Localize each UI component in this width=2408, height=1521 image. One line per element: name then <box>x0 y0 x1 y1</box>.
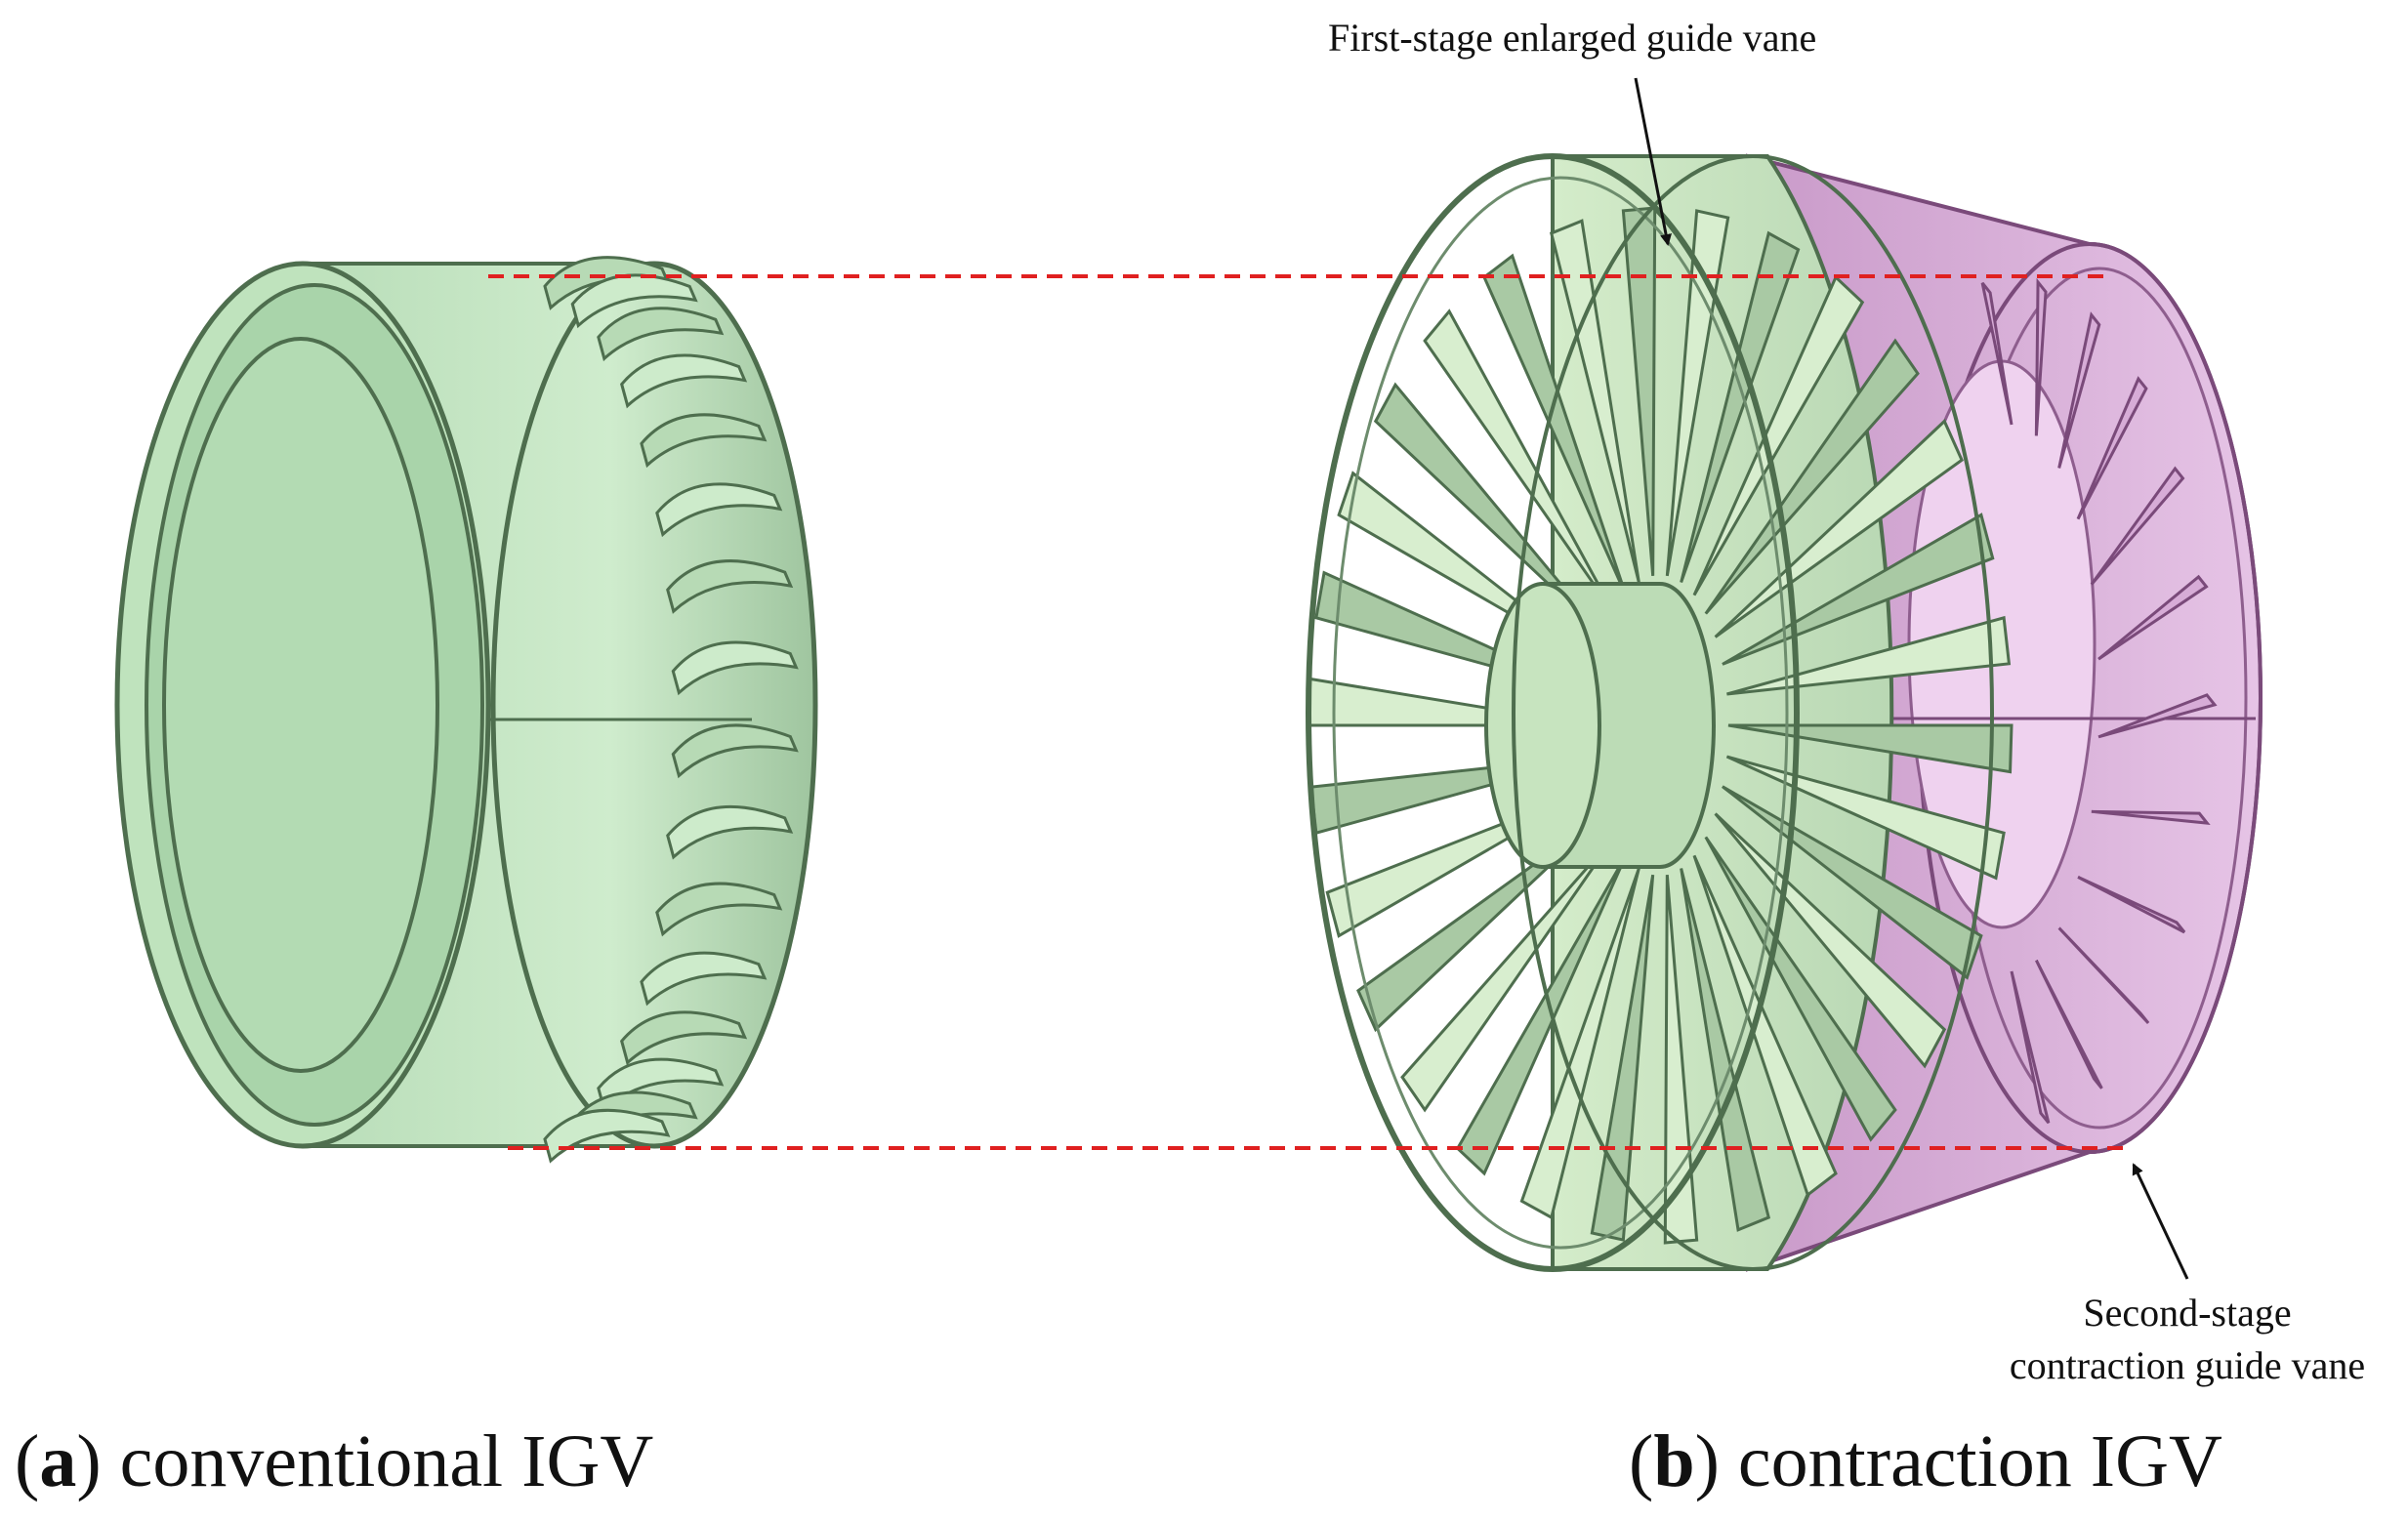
vane-b2 <box>2076 376 2148 520</box>
vane-b1 <box>1714 812 1947 1069</box>
vane-b1 <box>1482 253 1628 596</box>
vane-a <box>655 482 783 538</box>
vane-a <box>666 804 794 860</box>
vane-a <box>666 559 794 614</box>
vanes-b2-group <box>1980 277 2218 1125</box>
hub-b1-face <box>1484 582 1601 869</box>
vane-a <box>543 1108 671 1164</box>
annotation-second-stage-line1: Second-stage <box>2083 1291 2291 1335</box>
vane-b2 <box>2097 574 2209 661</box>
vane-b2 <box>2035 959 2103 1089</box>
vane-b1 <box>1692 854 1838 1198</box>
casing-b1-front-ring <box>1306 153 1800 1272</box>
vane-b1 <box>1519 867 1640 1220</box>
vane-b2 <box>2090 466 2185 586</box>
vane-b1 <box>1714 418 1964 638</box>
vanes-a-group <box>543 256 799 1164</box>
caption-a: (a) conventional IGV <box>15 1420 653 1502</box>
caption-b: (b) contraction IGV <box>1629 1420 2222 1502</box>
vane-a <box>640 951 768 1007</box>
conventional-igv-drawing <box>114 256 818 1164</box>
vane-b1 <box>1549 219 1640 583</box>
vane-b1 <box>1722 513 1995 666</box>
vane-a <box>640 413 768 469</box>
vane-b2 <box>2077 875 2186 934</box>
vane-b1 <box>1680 868 1771 1232</box>
caption-a-letter: a <box>39 1420 76 1502</box>
vane-b2 <box>2097 693 2218 739</box>
caption-b-text: contraction IGV <box>1738 1420 2222 1502</box>
annotation-first-stage: First-stage enlarged guide vane <box>1328 16 1816 60</box>
vane-a <box>671 640 799 696</box>
vane-b2 <box>2034 277 2048 436</box>
vane-b2 <box>2057 311 2101 469</box>
vane-a <box>570 273 698 329</box>
vane-b1 <box>1455 854 1628 1176</box>
hub-a-face <box>162 337 439 1073</box>
caption-a-text: conventional IGV <box>120 1420 654 1502</box>
vane-b1 <box>1704 836 1897 1142</box>
annotation-second-stage-line2: contraction guide vane <box>2010 1343 2365 1387</box>
vanes-b1-group <box>1307 206 2014 1245</box>
contraction-igv-drawing <box>1306 153 2263 1272</box>
annotation-first-stage-arrow <box>1634 77 1672 246</box>
vane-b1 <box>1423 308 1616 615</box>
vane-a <box>597 307 725 362</box>
vane-b1 <box>1704 338 1920 615</box>
annotation-second-stage-arrow <box>2132 1163 2189 1280</box>
vane-b1 <box>1665 209 1730 577</box>
vane-b2 <box>2010 970 2051 1125</box>
vane-b1 <box>1400 836 1616 1113</box>
vane-b1 <box>1722 785 1983 980</box>
vane-b2 <box>2091 809 2211 826</box>
vane-b2 <box>2057 926 2150 1024</box>
vane-a <box>671 723 799 779</box>
vane-b2 <box>1980 281 2014 426</box>
vane-b1 <box>1373 382 1606 638</box>
casing-b1-rear-ring <box>1512 154 1994 1271</box>
vane-a <box>620 1010 748 1066</box>
caption-b-letter: b <box>1653 1420 1694 1502</box>
vane-a <box>620 353 748 409</box>
casing-b1-front-ring-inner <box>1332 176 1789 1250</box>
vane-b1 <box>1680 230 1801 584</box>
casing-a-rear-rim <box>490 261 818 1149</box>
vane-a <box>655 882 783 937</box>
